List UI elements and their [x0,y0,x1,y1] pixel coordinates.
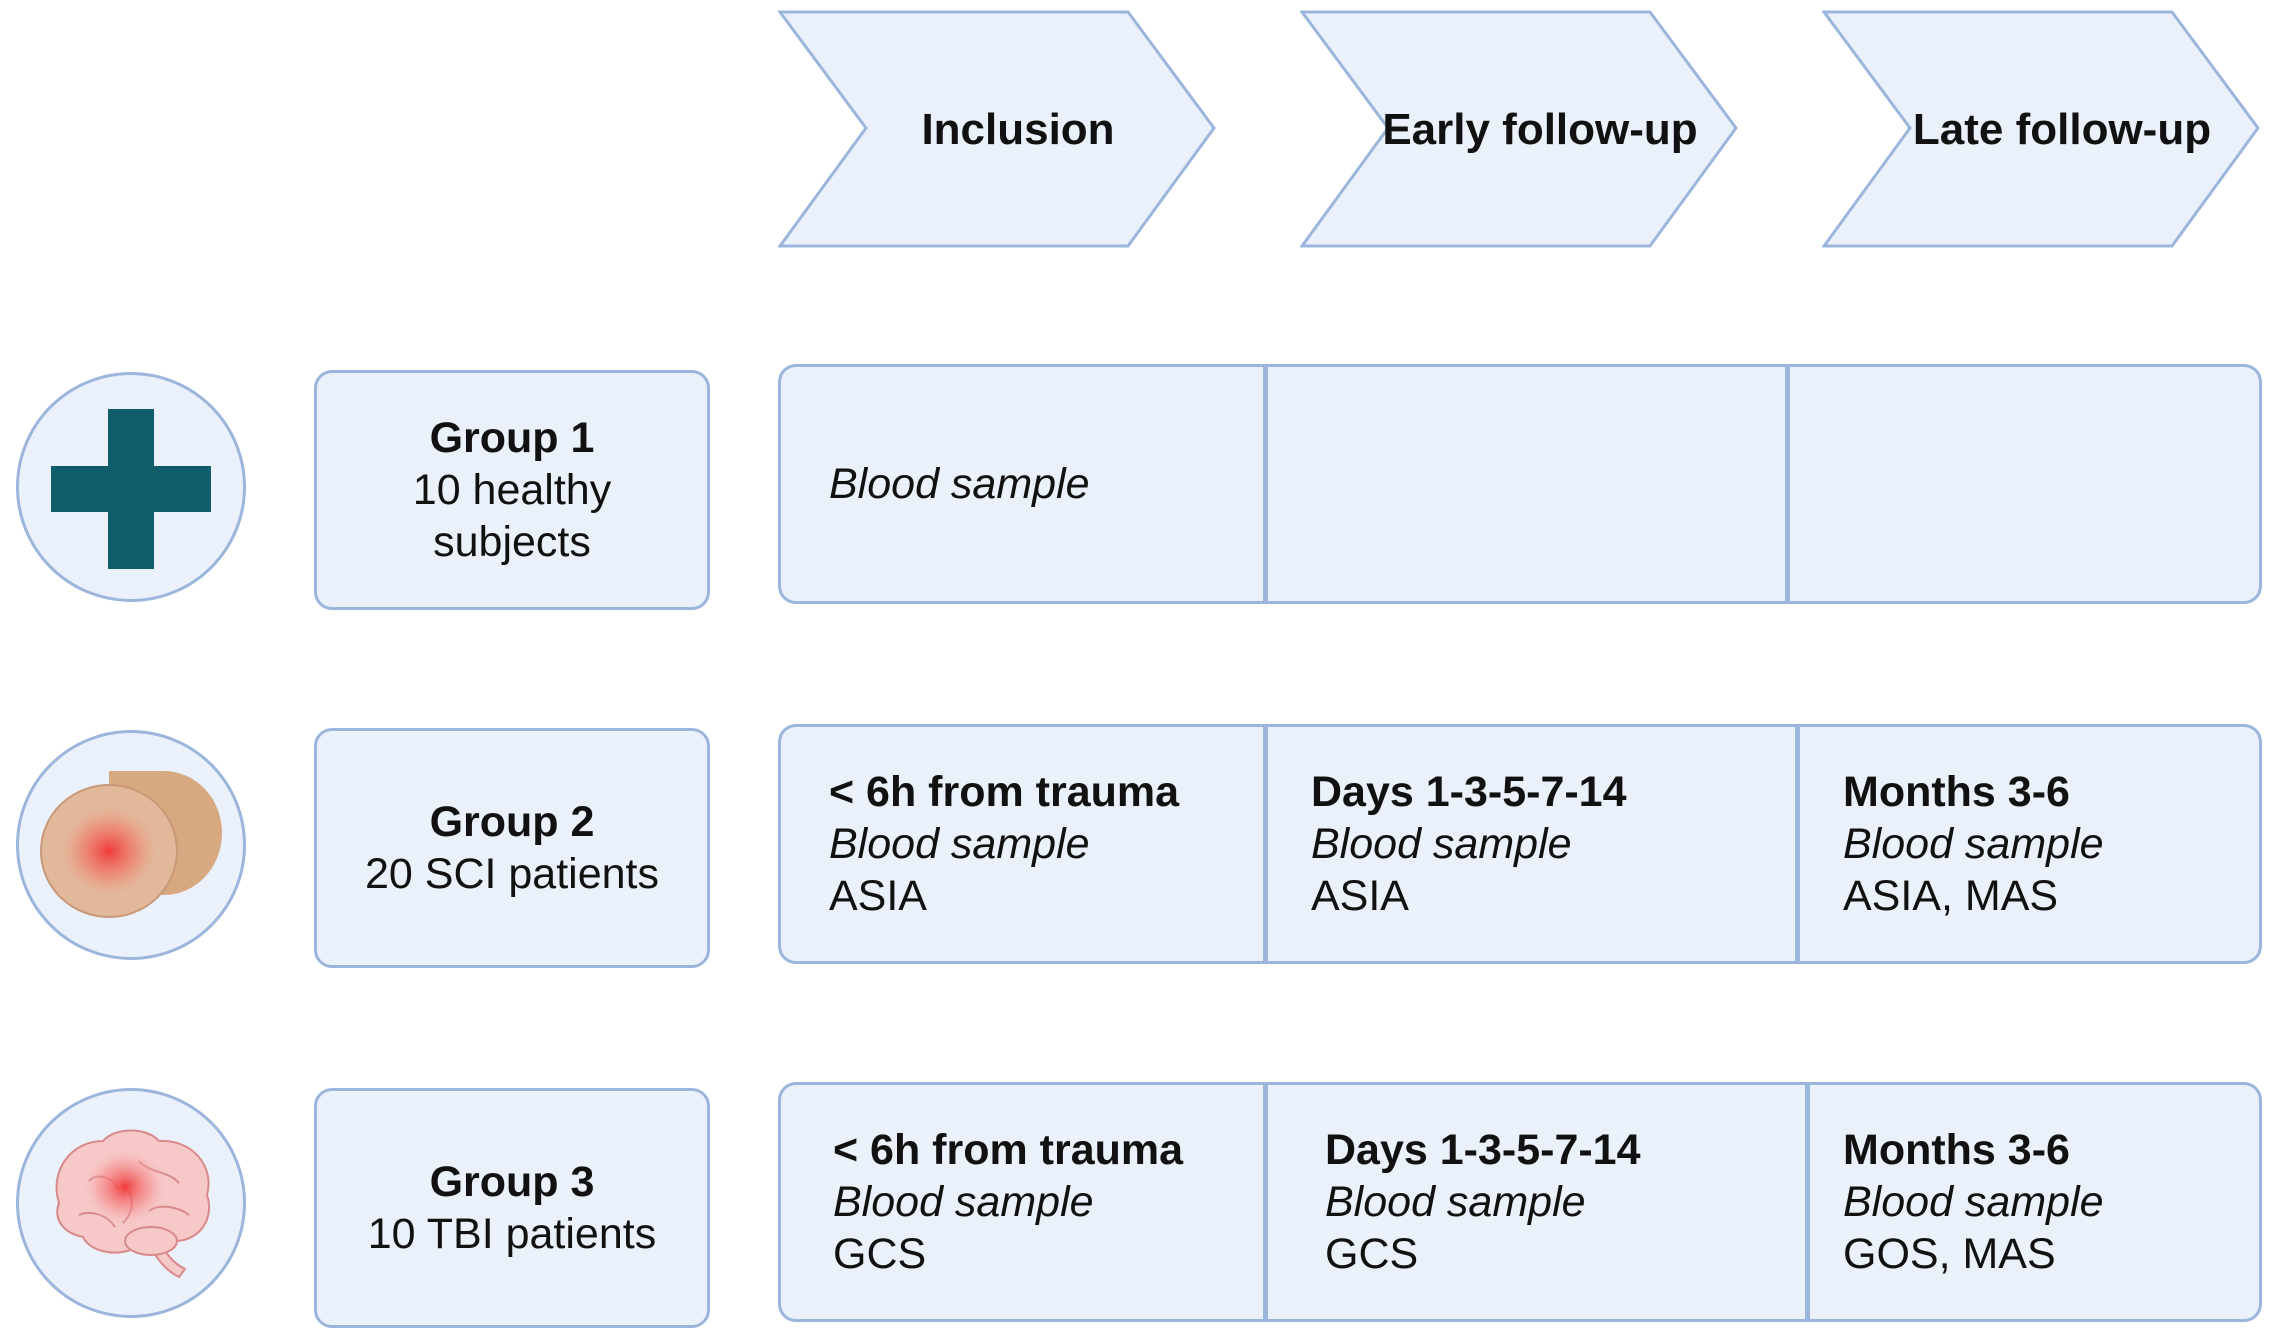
phase-early-follow-up: Early follow-up [1300,10,1740,250]
early-cell: Days 1-3-5-7-14 Blood sample ASIA [1311,727,1781,961]
group-3-timeline: < 6h from trauma Blood sample GCS Days 1… [778,1082,2262,1322]
divider [1263,367,1268,601]
timepoint-text: Days 1-3-5-7-14 [1325,1126,1641,1174]
phase-label: Early follow-up [1382,105,1698,154]
group-description: subjects [433,518,591,566]
score-text: GCS [833,1230,927,1278]
divider [1785,367,1790,601]
group-2-timeline: < 6h from trauma Blood sample ASIA Days … [778,724,2262,964]
timepoint-text: < 6h from trauma [833,1126,1184,1174]
group-description: 20 SCI patients [364,850,659,898]
divider [1805,1085,1810,1319]
spinal-cord-icon [16,730,246,960]
group-description: 10 healthy [412,466,612,514]
group-title: Group 3 [429,1158,595,1206]
divider [1795,727,1800,961]
sample-text: Blood sample [829,460,1090,508]
sample-text: Blood sample [1843,1178,2104,1226]
timepoint-text: Months 3-6 [1843,1126,2070,1174]
score-text: GCS [1325,1230,1419,1278]
phase-late-follow-up: Late follow-up [1822,10,2262,250]
score-text: GOS, MAS [1843,1230,2056,1278]
group-title: Group 2 [429,798,595,846]
late-cell: Months 3-6 Blood sample ASIA, MAS [1843,727,2253,961]
group-description: 10 TBI patients [367,1210,657,1258]
sample-text: Blood sample [1325,1178,1586,1226]
early-cell [1311,367,1781,601]
phase-label: Inclusion [921,105,1115,154]
divider [1263,1085,1268,1319]
group-2-box: Group 2 20 SCI patients [314,728,710,968]
brain-icon [16,1088,246,1318]
group-1-timeline: Blood sample [778,364,2262,604]
medical-cross-icon [16,372,246,602]
inclusion-cell: Blood sample [829,367,1259,601]
late-cell [1833,367,2253,601]
score-text: ASIA [1311,872,1409,920]
timepoint-text: Days 1-3-5-7-14 [1311,768,1627,816]
inclusion-cell: < 6h from trauma Blood sample GCS [833,1085,1263,1319]
sample-text: Blood sample [829,820,1090,868]
phase-label: Late follow-up [1912,105,2212,154]
sample-text: Blood sample [1843,820,2104,868]
group-3-box: Group 3 10 TBI patients [314,1088,710,1328]
sample-text: Blood sample [1311,820,1572,868]
group-title: Group 1 [429,414,595,462]
sample-text: Blood sample [833,1178,1094,1226]
group-1-box: Group 1 10 healthy subjects [314,370,710,610]
score-text: ASIA [829,872,927,920]
score-text: ASIA, MAS [1843,872,2059,920]
inclusion-cell: < 6h from trauma Blood sample ASIA [829,727,1259,961]
early-cell: Days 1-3-5-7-14 Blood sample GCS [1325,1085,1795,1319]
timepoint-text: < 6h from trauma [829,768,1180,816]
phase-inclusion: Inclusion [778,10,1218,250]
late-cell: Months 3-6 Blood sample GOS, MAS [1843,1085,2253,1319]
divider [1263,727,1268,961]
timepoint-text: Months 3-6 [1843,768,2070,816]
